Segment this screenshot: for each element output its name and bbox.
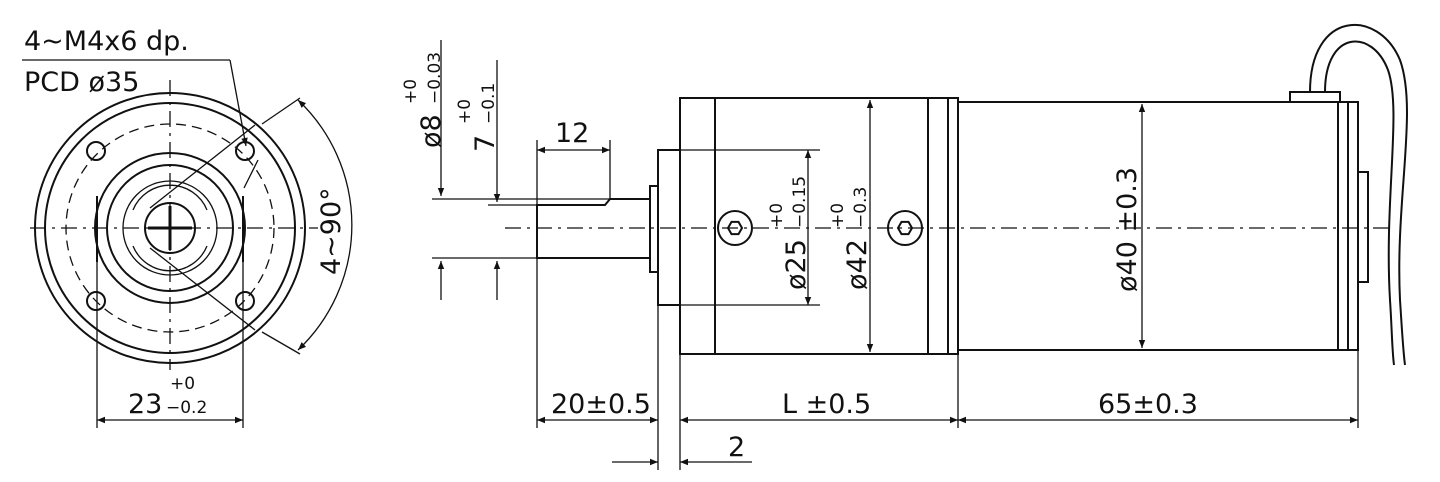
mount-hole-top-right [235,141,255,161]
shaft-collar [649,185,659,273]
mount-hole-bottom-left [86,291,106,311]
motor-length-value: 65±0.3 [1098,389,1198,420]
flat-width-tol-upper: +0 [170,374,195,394]
flat-depth-tol-upper: +0 [455,99,475,124]
flat-width-value: 23 [128,389,162,420]
shaft-length-value: 20±0.5 [551,389,651,420]
lead-wire-outer [1309,24,1408,366]
gearbox-length-value: L ±0.5 [782,389,871,420]
gearbox-body [679,97,959,355]
lead-wire-inner [1324,40,1395,366]
flat-length-value: 12 [555,118,589,149]
pilot-dia-tol-lower: −0.15 [790,176,810,228]
front-flange-inner-ring [44,102,296,354]
front-boss-inner [122,180,218,276]
angle-label: 4~90° [316,187,347,275]
gearbox-dia-tol-upper: +0 [828,203,848,228]
front-boss-ring [106,164,234,292]
side-view: ø8 +0 −0.03 7 +0 −0.1 12 ø25 +0 −0.15 ø4… [401,24,1408,470]
screw-right [887,210,923,246]
pilot-dia-value: ø25 [781,239,812,290]
flat-depth-value: 7 [470,135,501,152]
lead-grommet [1289,91,1341,103]
front-boss-outer [94,152,246,304]
motor-rear-boss [1357,171,1369,283]
mount-hole-top-left [86,141,106,161]
shaft-dia-tol-upper: +0 [401,79,421,104]
flat-width-tol-lower: −0.2 [166,398,207,418]
mount-hole-bottom-right [235,291,255,311]
shaft-dia-value: ø8 [416,114,447,148]
holes-label: 4~M4x6 dp. [24,26,189,57]
gearbox-dia-tol-lower: −0.3 [851,187,871,228]
step-value: 2 [728,432,745,463]
shaft-end [144,202,196,254]
pilot-dia-tol-upper: +0 [767,203,787,228]
flat-depth-tol-lower: −0.1 [479,83,499,124]
screw-left [717,210,753,246]
hole-leader [229,59,248,147]
front-view: 4~M4x6 dp. PCD ø35 4~90° 23 +0 −0.2 [22,26,353,428]
pcd-circle [65,123,275,333]
pcd-label: PCD ø35 [24,67,139,98]
motor-body [957,101,1349,351]
angle-dimension-arc [297,99,353,351]
shaft-dia-tol-lower: −0.03 [425,52,445,104]
motor-dia-value: ø40 ±0.3 [1112,167,1143,292]
gearbox-dia-value: ø42 [842,239,873,290]
